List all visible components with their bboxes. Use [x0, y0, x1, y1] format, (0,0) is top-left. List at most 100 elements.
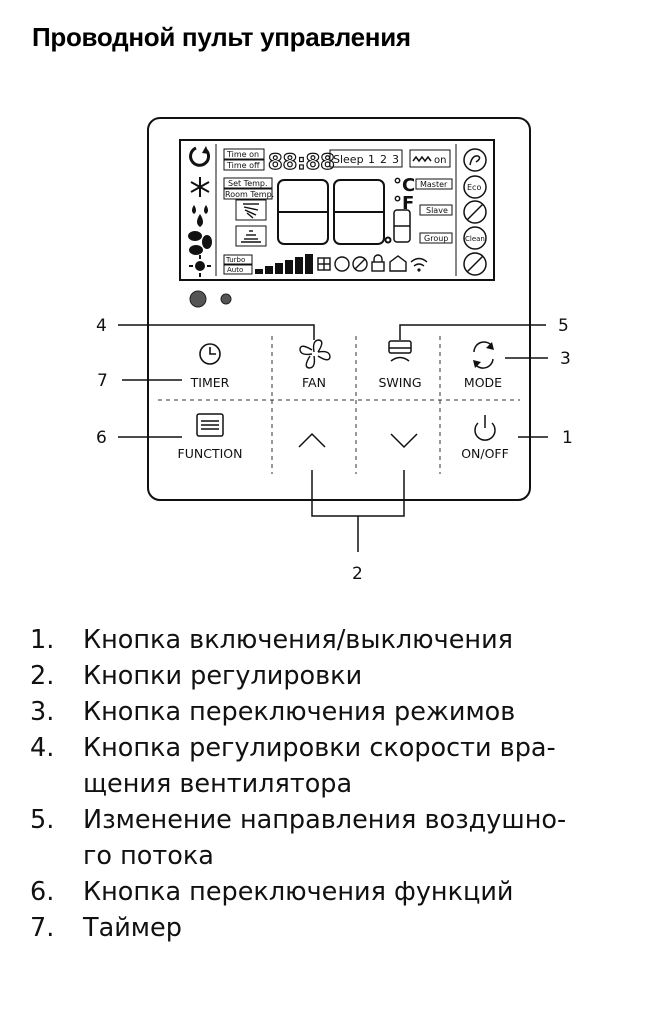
celsius-unit: °C	[393, 175, 415, 196]
legend-text: Кнопки регулировки	[83, 661, 363, 691]
legend-item-2: 2. Кнопки регулировки	[30, 658, 645, 694]
remote-body	[147, 117, 531, 501]
legend-text: Изменение направления воздушно-	[83, 805, 567, 835]
group-label: Group	[424, 234, 448, 243]
eco-label: Eco	[467, 183, 481, 192]
legend-item-3: 3. Кнопка переключения режимов	[30, 694, 645, 730]
home-lock-icon	[389, 255, 407, 272]
clean-label: Clean	[465, 235, 485, 243]
mode-button[interactable]: MODE	[464, 341, 502, 390]
heat-sun-icon	[189, 255, 211, 277]
remote-diagram: Time on Time off 88:88 Sleep 1 2 3 on Se…	[96, 117, 573, 584]
time-on-label: Time on	[226, 150, 259, 159]
sleep-label: Sleep	[333, 153, 364, 166]
callout-7: 7	[97, 371, 108, 391]
cool-snowflake-icon	[190, 177, 210, 197]
legend-num: 6.	[30, 877, 55, 907]
callout-5: 5	[558, 316, 569, 336]
legend-text: Кнопка переключения режимов	[83, 697, 516, 727]
legend-num: 5.	[30, 805, 55, 835]
callout-4: 4	[96, 316, 107, 336]
legend-item-4: 4. Кнопка регулировки скорости вра-	[30, 730, 645, 766]
louver-down-icon	[241, 230, 261, 243]
callout-3: 3	[560, 349, 571, 369]
legend-item-5: 5. Изменение направления воздушно-	[30, 802, 645, 838]
clean-icon	[463, 226, 487, 250]
clock-digits: 88:88	[268, 150, 335, 174]
legend-list: 1. Кнопка включения/выключения 2. Кнопки р…	[30, 622, 645, 946]
fan-speed-bars	[255, 254, 313, 274]
function-label: FUNCTION	[178, 446, 243, 461]
clock-icon	[199, 343, 221, 365]
legend-text: Кнопка регулировки скорости вра-	[83, 733, 556, 763]
temperature-digits	[277, 179, 411, 245]
legend-num: 4.	[30, 733, 55, 763]
slave-label: Slave	[426, 206, 448, 215]
wifi-icon	[410, 257, 428, 267]
legend-num: 3.	[30, 697, 55, 727]
sensor-small	[220, 293, 232, 305]
onoff-button[interactable]: ON/OFF	[461, 415, 509, 461]
legend-num: 7.	[30, 913, 55, 943]
fan-icon	[299, 339, 331, 369]
up-arrow-button[interactable]	[298, 432, 326, 448]
legend-item-6: 6. Кнопка переключения функций	[30, 874, 645, 910]
legend-num: 2.	[30, 661, 55, 691]
fahrenheit-unit: °F	[393, 193, 414, 214]
timer-label: TIMER	[190, 375, 230, 390]
callout-2: 2	[352, 564, 363, 584]
callout-6: 6	[96, 428, 107, 448]
swing-label: SWING	[378, 375, 421, 390]
lock-icon	[371, 261, 385, 272]
status-icons	[317, 254, 428, 272]
lcd-display: Time on Time off 88:88 Sleep 1 2 3 on Se…	[179, 139, 495, 281]
legend-item-4-cont: щения вентилятора	[30, 766, 645, 802]
legend-text: щения вентилятора	[83, 769, 353, 799]
sleep-num-3: 3	[392, 153, 399, 166]
legend-item-1: 1. Кнопка включения/выключения	[30, 622, 645, 658]
turbo-label: Turbo	[225, 256, 245, 264]
fan-label: FAN	[302, 375, 326, 390]
down-arrow-button[interactable]	[390, 433, 418, 449]
louver-up-icon	[243, 203, 259, 219]
page-title: Проводной пульт управления	[32, 22, 411, 52]
auto-label: Auto	[227, 266, 243, 274]
legend-item-5-cont: го потока	[30, 838, 645, 874]
no-fan-icon	[463, 200, 487, 224]
ionizer-icon	[334, 256, 350, 272]
function-button[interactable]: FUNCTION	[178, 413, 243, 461]
mute-icon	[352, 256, 368, 272]
sleep-num-1: 1	[368, 153, 375, 166]
mode-label: MODE	[464, 375, 502, 390]
swing-icon	[388, 340, 412, 362]
set-temp-label: Set Temp.	[228, 179, 268, 188]
callout-lines	[118, 324, 548, 552]
on-label: on	[434, 155, 446, 166]
sleep-num-2: 2	[380, 153, 387, 166]
swing-button[interactable]: SWING	[378, 340, 422, 390]
master-label: Master	[420, 180, 448, 189]
legend-text: го потока	[83, 841, 214, 871]
onoff-label: ON/OFF	[461, 446, 509, 461]
power-icon	[474, 415, 496, 441]
sensor-large	[189, 290, 207, 308]
legend-num: 1.	[30, 625, 55, 655]
legend-text: Кнопка переключения функций	[83, 877, 514, 907]
time-off-label: Time off	[226, 161, 260, 170]
fan-button[interactable]: FAN	[299, 339, 331, 390]
no-person-icon	[463, 252, 487, 276]
hand-icon	[463, 148, 487, 172]
callout-1: 1	[562, 428, 573, 448]
eco-icon	[463, 175, 487, 199]
timer-button[interactable]: TIMER	[190, 343, 230, 390]
menu-icon	[196, 413, 224, 437]
room-temp-label: Room Temp.	[225, 190, 274, 199]
button-grid	[158, 336, 520, 474]
fan-mode-icon	[188, 231, 212, 255]
dry-drops-icon	[192, 205, 208, 227]
legend-text: Кнопка включения/выключения	[83, 625, 513, 655]
legend-text: Таймер	[83, 913, 182, 943]
auto-mode-icon	[189, 146, 211, 167]
legend-item-7: 7. Таймер	[30, 910, 645, 946]
sleep-wave-icon	[412, 155, 432, 163]
